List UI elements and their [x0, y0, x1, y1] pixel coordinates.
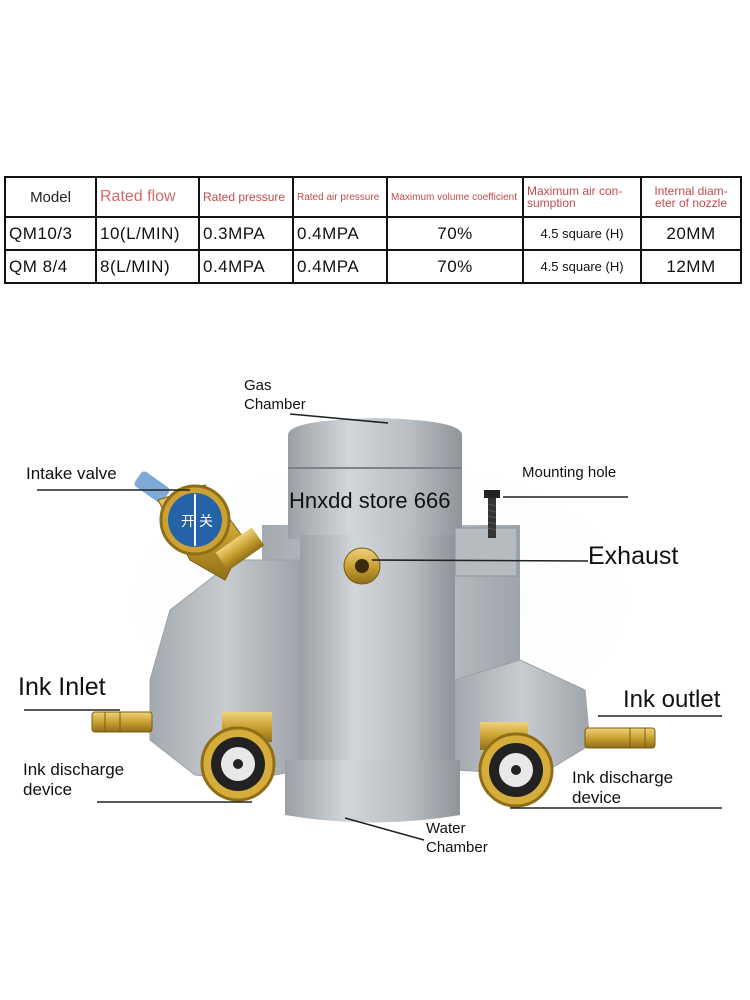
- valve-open-text: 开: [181, 514, 195, 530]
- table-cell: 4.5 square (H): [522, 249, 642, 284]
- header-nozzle-diameter-text: Internal diam- eter of nozzle: [654, 184, 728, 210]
- label-water-chamber: Water Chamber: [426, 820, 488, 856]
- mounting-block: [454, 527, 518, 577]
- gas-chamber-body: [288, 469, 462, 539]
- table-cell: 70%: [386, 249, 524, 284]
- header-rated-pressure: Rated pressure: [198, 176, 294, 218]
- label-intake-valve: Intake valve: [26, 464, 117, 483]
- header-rated-air-pressure: Rated air pressure: [292, 176, 388, 218]
- exhaust-hole: [355, 559, 369, 573]
- table-cell: 70%: [386, 216, 524, 251]
- table-cell: 12MM: [640, 249, 742, 284]
- label-gas-chamber: Gas Chamber: [244, 377, 306, 413]
- label-exhaust: Exhaust: [588, 542, 679, 570]
- leader-lines: [24, 413, 722, 841]
- header-max-air-consumption: Maximum air con- sumption: [522, 176, 642, 218]
- label-mounting-hole: Mounting hole: [522, 464, 617, 481]
- header-rated-flow: Rated flow: [95, 176, 200, 218]
- table-cell: QM10/3: [4, 216, 97, 251]
- header-nozzle-diameter: Internal diam- eter of nozzle: [640, 176, 742, 218]
- water-chamber-shape: [285, 760, 460, 823]
- table-cell: 0.4MPA: [292, 216, 388, 251]
- table-cell: 0.3MPA: [198, 216, 294, 251]
- table-cell: QM 8/4: [4, 249, 97, 284]
- header-max-volume-coefficient: Maximum volume coefficient: [386, 176, 524, 218]
- table-cell: 20MM: [640, 216, 742, 251]
- spec-table: Model Rated flow Rated pressure Rated ai…: [4, 176, 742, 284]
- label-ink-discharge-right: Ink discharge device: [572, 768, 674, 807]
- screw-thread: [487, 503, 497, 531]
- label-ink-outlet: Ink outlet: [623, 686, 721, 713]
- screw-shaft: [488, 498, 496, 538]
- intake-valve: 开 关: [134, 471, 265, 581]
- table-cell: 4.5 square (H): [522, 216, 642, 251]
- ink-outlet-fitting: [584, 727, 656, 749]
- table-cell: 8(L/MIN): [95, 249, 200, 284]
- ink-inlet-fitting: [91, 711, 153, 733]
- header-model: Model: [4, 176, 97, 218]
- table-row: QM10/3 10(L/MIN) 0.3MPA 0.4MPA 70% 4.5 s…: [4, 216, 742, 251]
- ink-discharge-knob-right: [478, 722, 554, 808]
- gas-chamber-cap: [288, 418, 462, 468]
- table-cell: 0.4MPA: [292, 249, 388, 284]
- table-cell: 10(L/MIN): [95, 216, 200, 251]
- header-max-air-consumption-text: Maximum air con- sumption: [527, 184, 623, 210]
- table-row: QM 8/4 8(L/MIN) 0.4MPA 0.4MPA 70% 4.5 sq…: [4, 249, 742, 284]
- label-ink-inlet: Ink Inlet: [18, 673, 106, 701]
- ink-discharge-knob-left: [200, 712, 276, 802]
- table-cell: 0.4MPA: [198, 249, 294, 284]
- label-ink-discharge-left: Ink discharge device: [23, 760, 125, 799]
- table-header-row: Model Rated flow Rated pressure Rated ai…: [4, 176, 742, 218]
- valve-close-text: 关: [199, 514, 213, 530]
- store-watermark: Hnxdd store 666: [289, 488, 451, 513]
- screw-head: [484, 490, 500, 498]
